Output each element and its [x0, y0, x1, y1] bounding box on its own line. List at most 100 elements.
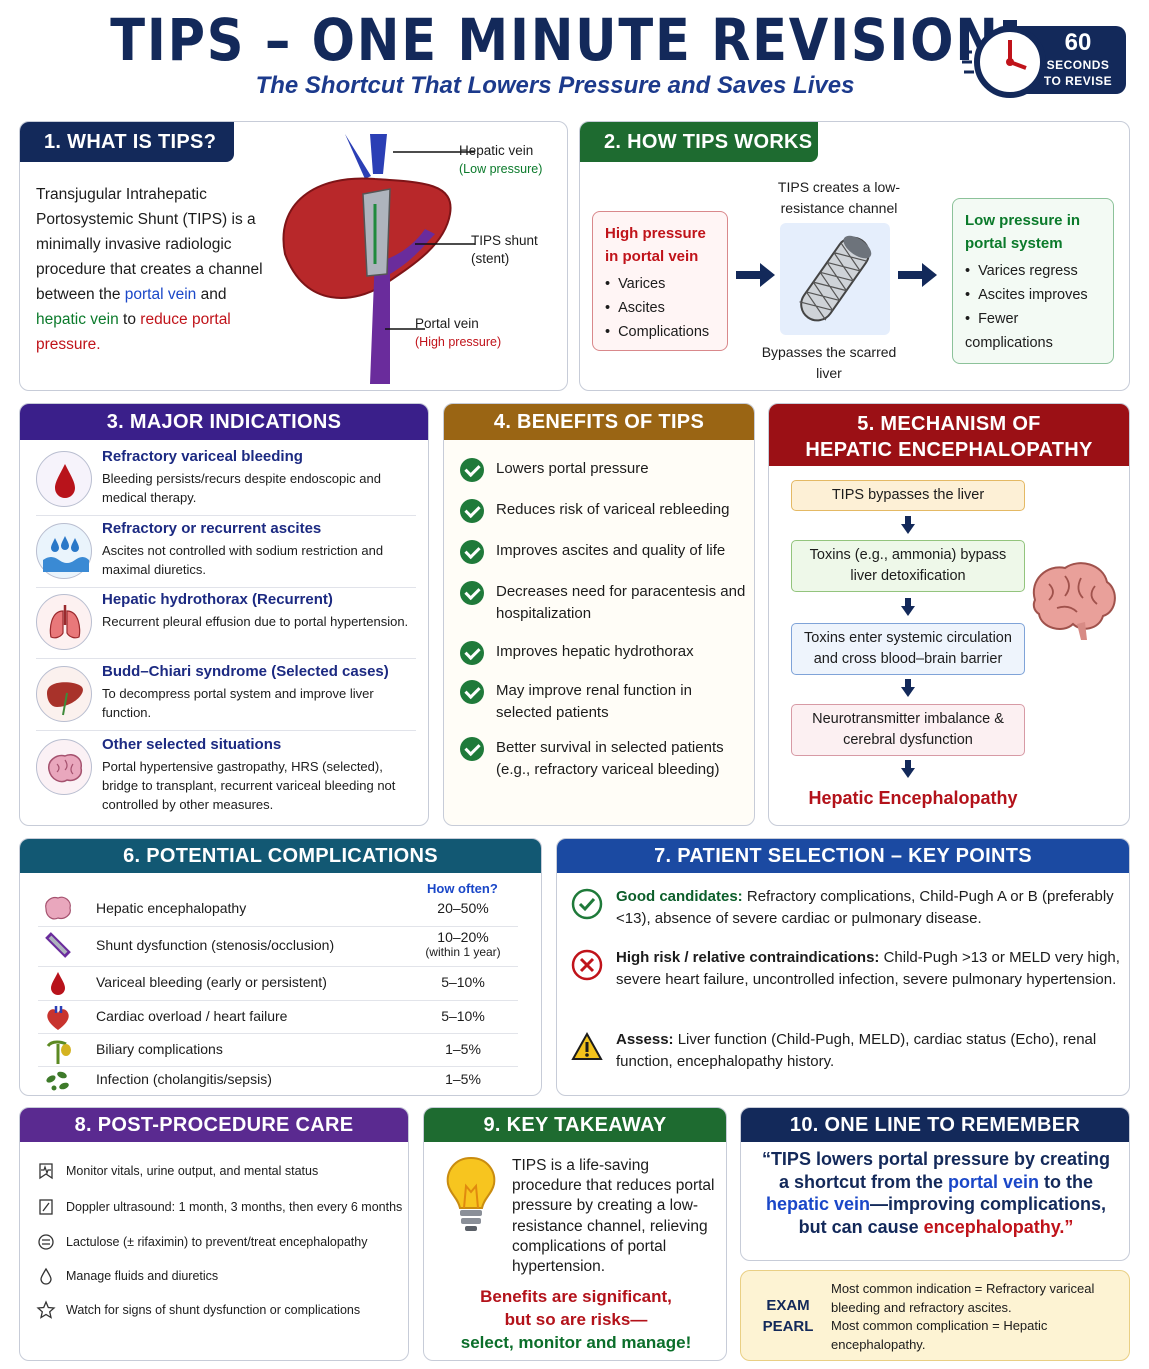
tips-definition: Transjugular Intrahepatic Portosystemic … — [36, 182, 272, 357]
check-circle-icon — [571, 888, 603, 920]
list-item: Ascites — [605, 296, 715, 320]
section-4-heading: 4. BENEFITS OF TIPS — [444, 404, 754, 440]
brain-icon — [45, 896, 71, 920]
care-text: Lactulose (± rifaximin) to prevent/treat… — [66, 1235, 368, 1249]
rate-value: 10–20% — [437, 929, 489, 945]
assess-text: Liver function (Child-Pugh, MELD), cardi… — [616, 1031, 1097, 1070]
hepatic-vein-term: hepatic vein — [36, 311, 119, 328]
check-icon — [460, 458, 484, 482]
stent-image-bg — [780, 223, 890, 335]
blood-drop-icon — [36, 451, 92, 507]
section-9-heading: 9. KEY TAKEAWAY — [424, 1108, 726, 1142]
takeaway-text: TIPS is a life-saving procedure that red… — [512, 1157, 715, 1276]
benefit-text: Improves hepatic hydrothorax — [496, 643, 694, 660]
reduce-pressure-term: reduce portal pressure. — [36, 311, 231, 353]
stent-icon — [45, 932, 71, 958]
warning-icon — [571, 1031, 603, 1060]
check-icon — [460, 540, 484, 564]
section-10-heading: 10. ONE LINE TO REMEMBER — [741, 1108, 1129, 1142]
list-item: Better survival in selected patients (e.… — [460, 737, 750, 781]
section-benefits: 4. BENEFITS OF TIPS Lowers portal pressu… — [443, 403, 755, 826]
quote-part: “TIPS lowers portal pressure by creating… — [761, 1149, 1111, 1192]
benefit-text: Improves ascites and quality of life — [496, 542, 726, 559]
page-subtitle: The Shortcut That Lowers Pressure and Sa… — [255, 72, 855, 99]
table-row: Cardiac overload / heart failure 5–10% — [38, 1001, 518, 1034]
section-5-heading-line-1: 5. MECHANISM OF — [857, 413, 1041, 435]
complication-name: Shunt dysfunction (stenosis/occlusion) — [96, 937, 335, 953]
channel-caption: TIPS creates a low-resistance channel — [777, 179, 901, 216]
list-item: Varices regress — [965, 259, 1101, 283]
timer-line-2: TO REVISE — [1043, 74, 1113, 88]
warning-line-3: select, monitor and manage! — [460, 1333, 692, 1352]
complication-rate: 1–5% — [445, 1041, 481, 1057]
arrow-down-icon — [901, 516, 915, 534]
flow-step: Toxins (e.g., ammonia) bypass liver deto… — [791, 540, 1025, 592]
stopwatch-icon — [960, 20, 1046, 98]
indication-desc: Portal hypertensive gastropathy, HRS (se… — [102, 759, 396, 812]
heart-icon — [47, 1006, 69, 1030]
bacteria-icon — [46, 1071, 69, 1091]
page-title: TIPS – ONE MINUTE REVISION — [110, 6, 1000, 74]
section-6-heading: 6. POTENTIAL COMPLICATIONS — [20, 839, 541, 873]
indication-desc: Bleeding persists/recurs despite endosco… — [102, 471, 381, 505]
quote-hepatic-vein: hepatic vein — [765, 1194, 870, 1214]
star-icon — [36, 1300, 56, 1319]
list-item: Budd–Chiari syndrome (Selected cases) To… — [36, 661, 416, 731]
gallbladder-icon — [46, 1040, 71, 1064]
check-icon — [460, 680, 484, 704]
lightbulb-icon — [446, 1156, 496, 1231]
pearl-line-2: Most common complication = Hepatic encep… — [831, 1318, 1048, 1352]
assess-label: Assess: — [616, 1031, 674, 1048]
complication-name: Cardiac overload / heart failure — [96, 1008, 288, 1024]
list-item: Reduces risk of variceal rebleeding — [460, 499, 750, 523]
list-item: Decreases need for paracentesis and hosp… — [460, 581, 750, 625]
list-item: Other selected situations Portal hyperte… — [36, 734, 416, 822]
complication-rate: 20–50% — [437, 900, 489, 916]
blood-drop-icon — [51, 972, 65, 995]
portal-vein-label-sub: (High pressure) — [415, 335, 502, 349]
pearl-tag-line-1: EXAM — [766, 1297, 810, 1314]
assess: Assess: Liver function (Child-Pugh, MELD… — [571, 1029, 1121, 1073]
complication-name: Biliary complications — [96, 1041, 223, 1057]
tips-shunt-label-sub: (stent) — [471, 251, 510, 266]
arrow-right-icon — [898, 263, 937, 287]
section-5-heading: 5. MECHANISM OF HEPATIC ENCEPHALOPATHY — [769, 404, 1129, 466]
good-candidates: Good candidates: Refractory complication… — [571, 886, 1121, 930]
portal-vein-label-text: Portal vein — [415, 316, 479, 331]
flow-step: Toxins enter systemic circulation and cr… — [791, 623, 1025, 675]
lungs-icon — [36, 594, 92, 650]
list-item: Refractory or recurrent ascites Ascites … — [36, 518, 416, 588]
benefit-text: Decreases need for paracentesis and hosp… — [496, 583, 746, 622]
list-item: Improves ascites and quality of life — [460, 540, 750, 564]
vitals-icon — [39, 1163, 53, 1180]
benefit-text: Better survival in selected patients (e.… — [496, 739, 724, 778]
benefit-text: Reduces risk of variceal rebleeding — [496, 501, 730, 518]
low-pressure-title: Low pressure in portal system — [965, 212, 1081, 252]
high-pressure-title: High pressure in portal vein — [605, 225, 706, 265]
brain-icon — [36, 739, 92, 795]
warning-line-1: Benefits are significant, — [480, 1287, 672, 1306]
section-what-is-tips: 1. WHAT IS TIPS? Transjugular Intrahepat… — [19, 121, 568, 391]
cross-circle-icon — [571, 949, 603, 981]
table-row: Infection (cholangitis/sepsis) 1–5% — [38, 1067, 518, 1093]
section-8-heading: 8. POST-PROCEDURE CARE — [20, 1108, 408, 1142]
quote-portal-vein: portal vein — [947, 1171, 1040, 1192]
list-item: Ascites improves — [965, 283, 1101, 307]
flow-step: Neurotransmitter imbalance & cerebral dy… — [791, 704, 1025, 756]
indication-title: Other selected situations — [102, 736, 282, 753]
definition-text: Transjugular Intrahepatic Portosystemic … — [36, 186, 263, 303]
hepatic-vein-label-sub: (Low pressure) — [459, 162, 543, 176]
high-pressure-list: Varices Ascites Complications — [605, 272, 715, 344]
section-major-indications: 3. MAJOR INDICATIONS Refractory variceal… — [19, 403, 429, 826]
result-encephalopathy: Hepatic Encephalopathy — [808, 788, 1018, 808]
complication-rate: 1–5% — [445, 1071, 481, 1087]
list-item: Doppler ultrasound: 1 month, 3 months, t… — [36, 1199, 406, 1215]
benefit-text: May improve renal function in selected p… — [496, 682, 692, 721]
high-pressure-box: High pressure in portal vein Varices Asc… — [592, 211, 728, 351]
check-icon — [460, 737, 484, 761]
indication-title: Budd–Chiari syndrome (Selected cases) — [102, 663, 389, 680]
exam-pearl-text: Most common indication = Refractory vari… — [831, 1280, 1121, 1354]
arrow-down-icon — [901, 679, 915, 697]
list-item: Complications — [605, 320, 715, 344]
exam-pearl-box: EXAM PEARL Most common indication = Refr… — [740, 1270, 1130, 1361]
